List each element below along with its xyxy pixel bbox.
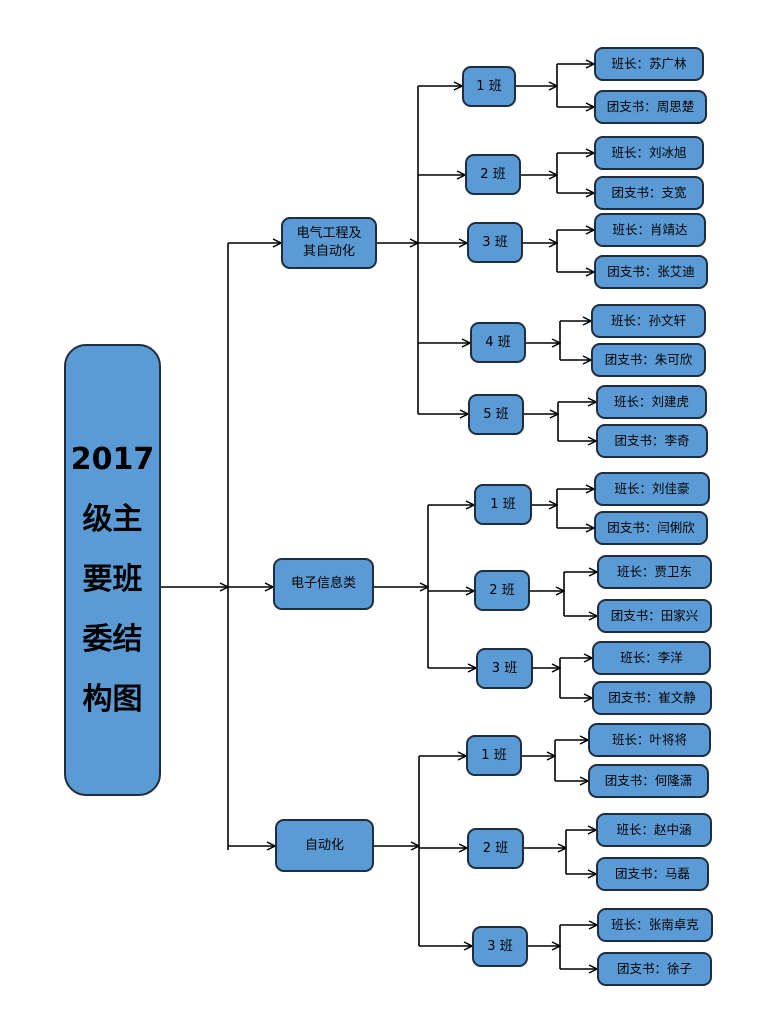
monitor-box: 班长：赵中涵 [596, 813, 712, 847]
secretary-box: 团支书：周思楚 [594, 90, 707, 124]
major-box: 电子信息类 [273, 558, 374, 610]
class-box: 3 班 [476, 648, 533, 689]
class-box: 3 班 [467, 222, 523, 263]
class-box: 2 班 [474, 570, 530, 611]
monitor-box: 班长：孙文轩 [591, 304, 706, 338]
monitor-box: 班长：苏广林 [594, 47, 704, 81]
class-box: 2 班 [465, 154, 521, 195]
secretary-box: 团支书：崔文静 [592, 681, 712, 715]
monitor-box: 班长：张南卓克 [597, 908, 713, 942]
secretary-box: 团支书：闫俐欣 [594, 511, 708, 545]
secretary-box: 团支书：朱可欣 [591, 343, 706, 377]
class-box: 1 班 [466, 735, 522, 776]
secretary-box: 团支书：徐子 [597, 952, 712, 986]
monitor-box: 班长：刘冰旭 [594, 136, 704, 170]
class-box: 1 班 [474, 484, 532, 525]
class-box: 5 班 [468, 394, 524, 435]
class-box: 3 班 [472, 926, 528, 967]
secretary-box: 团支书：田家兴 [597, 599, 712, 633]
secretary-box: 团支书：李奇 [596, 424, 708, 458]
monitor-box: 班长：贾卫东 [597, 555, 712, 589]
root-title-box: 2017 级主 要班 委结 构图 [64, 344, 161, 796]
secretary-box: 团支书：支宽 [594, 176, 704, 210]
class-box: 1 班 [462, 66, 516, 107]
monitor-box: 班长：李洋 [592, 641, 711, 675]
monitor-box: 班长：叶将将 [588, 723, 711, 757]
secretary-box: 团支书：何隆潇 [588, 764, 709, 798]
major-box: 电气工程及 其自动化 [281, 217, 377, 269]
monitor-box: 班长：刘建虎 [596, 385, 707, 419]
major-box: 自动化 [275, 819, 374, 872]
monitor-box: 班长：刘佳豪 [594, 472, 710, 506]
class-box: 4 班 [470, 322, 526, 363]
secretary-box: 团支书：马磊 [596, 857, 709, 891]
monitor-box: 班长：肖靖达 [594, 213, 706, 247]
class-box: 2 班 [467, 828, 524, 869]
secretary-box: 团支书：张艾迪 [594, 255, 708, 289]
